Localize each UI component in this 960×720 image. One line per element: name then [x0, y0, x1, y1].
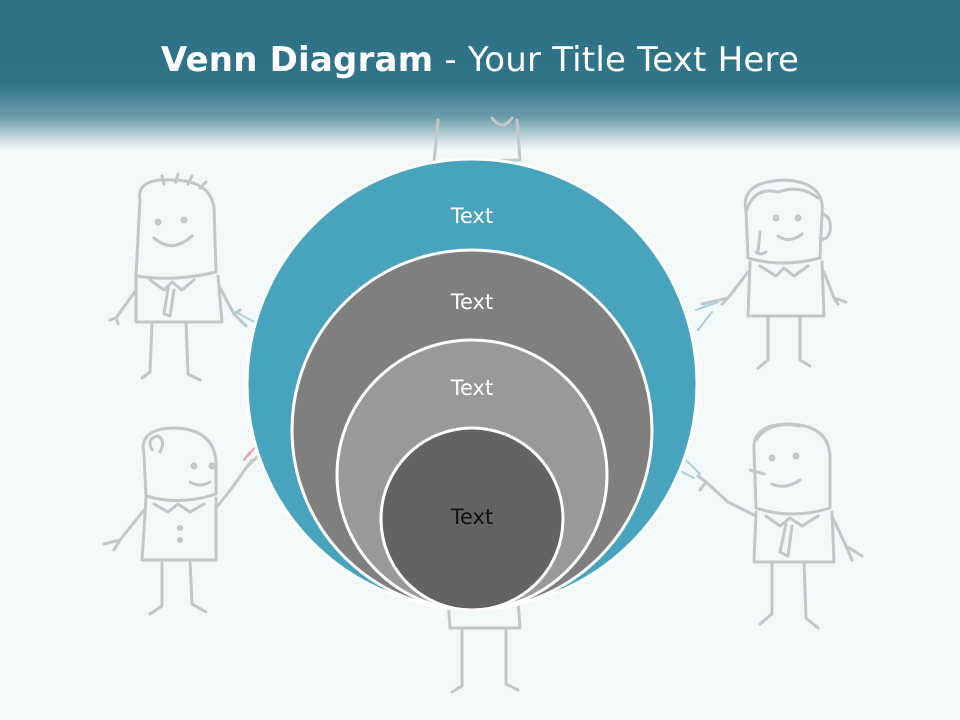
- title-banner: [0, 0, 960, 150]
- circle-2-label: Text: [450, 290, 493, 314]
- circle-1-label: Text: [450, 204, 493, 228]
- person-bottom-center: [446, 598, 522, 694]
- person-top-right: [700, 178, 848, 370]
- person-bottom-left: [102, 426, 260, 616]
- slide-title: Venn Diagram - Your Title Text Here: [0, 40, 960, 80]
- circle-3-label: Text: [450, 376, 493, 400]
- circle-4-label: Text: [450, 505, 493, 529]
- person-bottom-right: [696, 422, 864, 630]
- title-subtitle: Your Title Text Here: [467, 40, 800, 80]
- title-main: Venn Diagram: [160, 40, 434, 80]
- title-separator: -: [433, 40, 468, 80]
- person-top-left: [108, 172, 248, 382]
- circle-4: [379, 426, 565, 612]
